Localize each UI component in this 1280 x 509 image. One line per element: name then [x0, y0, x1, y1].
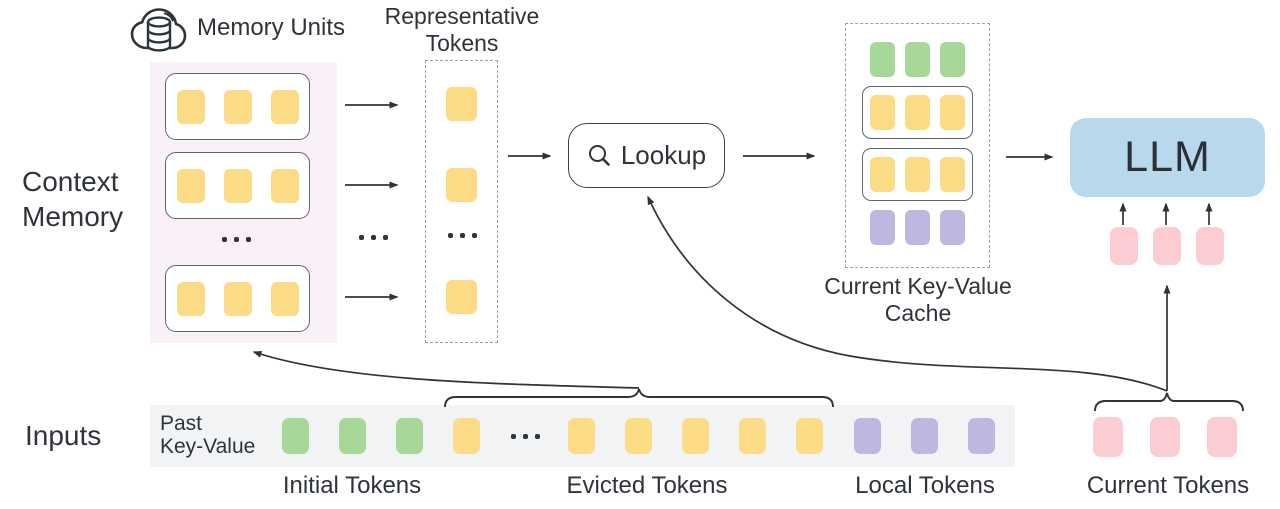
evicted-tokens-label: Evicted Tokens: [566, 472, 728, 499]
ellipsis-icon: [510, 434, 540, 439]
llm-input-tokens: [1110, 227, 1224, 265]
yellow-token: [223, 89, 252, 124]
llm-box: LLM: [1070, 118, 1265, 197]
yellow-token: [176, 281, 205, 316]
yellow-token: [446, 87, 477, 121]
context-memory-label: Context Memory: [22, 166, 124, 232]
memory-unit: [165, 152, 310, 219]
green-token: [870, 42, 895, 77]
llm-label: LLM: [1124, 133, 1211, 181]
memory-unit: [165, 265, 310, 332]
lookup-label: Lookup: [620, 140, 707, 170]
search-icon: [588, 145, 610, 166]
yellow-token: [739, 418, 767, 454]
yellow-token: [270, 89, 299, 124]
yellow-token: [176, 89, 205, 124]
current-kv-cache-box: [845, 23, 990, 268]
purple-token: [905, 210, 930, 245]
cache-token-row: [870, 42, 965, 77]
yellow-token: [682, 418, 710, 454]
pink-token: [1093, 417, 1123, 457]
purple-token: [910, 418, 938, 454]
brace-current-tokens: [1094, 392, 1244, 412]
pink-token: [1196, 227, 1224, 265]
purple-token: [967, 418, 995, 454]
lookup-button: Lookup: [568, 123, 725, 188]
yellow-token: [176, 168, 205, 203]
ellipsis-icon: [222, 237, 251, 242]
yellow-token: [905, 157, 930, 192]
purple-token: [870, 210, 895, 245]
yellow-token: [223, 168, 252, 203]
green-token: [905, 42, 930, 77]
yellow-token: [270, 281, 299, 316]
pink-token: [1207, 417, 1237, 457]
green-token: [396, 418, 424, 454]
representative-tokens-label: Representative Tokens: [384, 3, 540, 56]
yellow-token: [223, 281, 252, 316]
ellipsis-icon: [359, 235, 388, 240]
cloud-database-icon: [130, 8, 187, 52]
past-key-value-label: Past Key-Value: [160, 412, 256, 458]
purple-token: [940, 210, 965, 245]
current-tokens-group: [1093, 417, 1237, 457]
pink-token: [1150, 417, 1180, 457]
ellipsis-icon: [448, 233, 477, 238]
representative-tokens-box: [425, 60, 498, 343]
local-tokens-label: Local Tokens: [855, 472, 995, 499]
green-token: [940, 42, 965, 77]
green-token: [282, 418, 309, 454]
initial-tokens-label: Initial Tokens: [282, 472, 422, 499]
yellow-token: [270, 168, 299, 203]
inputs-label: Inputs: [25, 420, 102, 451]
yellow-token: [446, 280, 477, 314]
yellow-token: [624, 418, 652, 454]
cache-memory-unit: [862, 148, 973, 201]
yellow-token: [905, 95, 930, 130]
current-tokens-label: Current Tokens: [1086, 472, 1250, 499]
pink-token: [1110, 227, 1138, 265]
yellow-token: [796, 418, 824, 454]
memory-units-label: Memory Units: [197, 14, 346, 41]
yellow-token: [870, 157, 895, 192]
yellow-token: [940, 157, 965, 192]
past-kv-strip: Past Key-Value: [150, 405, 1015, 467]
cache-memory-unit: [862, 86, 973, 139]
green-token: [339, 418, 367, 454]
yellow-token: [940, 95, 965, 130]
yellow-token: [567, 418, 595, 454]
current-kv-cache-label: Current Key-Value Cache: [824, 273, 1012, 326]
pink-token: [1153, 227, 1181, 265]
context-memory-panel: [150, 62, 337, 343]
yellow-token: [870, 95, 895, 130]
yellow-token: [453, 418, 481, 454]
yellow-token: [446, 168, 477, 202]
memory-unit: [165, 73, 310, 140]
purple-token: [853, 418, 881, 454]
curve-evicted-to-memory: [252, 351, 640, 389]
cache-token-row: [870, 210, 965, 245]
